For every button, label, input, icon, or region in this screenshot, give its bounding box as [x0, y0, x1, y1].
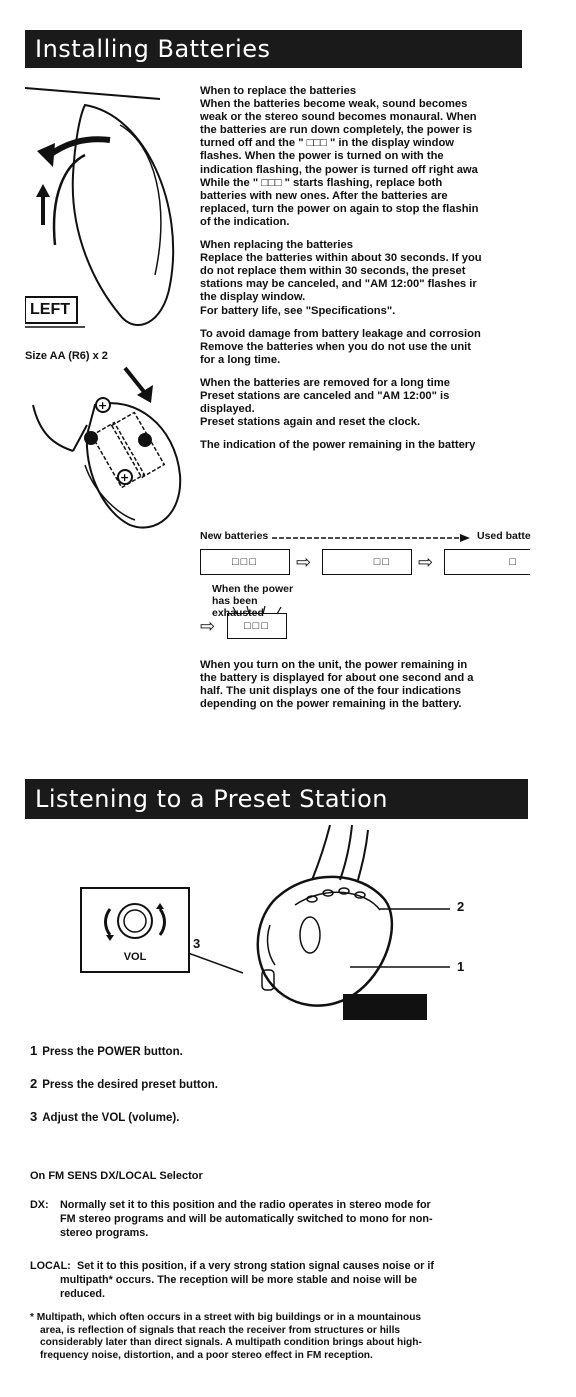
used-batteries-label: Used batte: [477, 530, 531, 542]
battery-insert-illustration: + +: [32, 366, 182, 529]
svg-text:+: +: [98, 399, 107, 412]
next-arrow-icon: ⇨: [200, 616, 216, 636]
lcd-indicator-flashing: □□□: [227, 613, 287, 639]
section-title-installing-batteries: Installing Batteries: [25, 30, 522, 68]
callout-3: 3: [193, 936, 201, 951]
left-label: LEFT: [30, 301, 70, 318]
vol-control-inset: VOL: [80, 887, 190, 973]
text-line: For battery life, see "Specifications".: [200, 304, 396, 317]
text-line: * Multipath, which often occurs in a str…: [30, 1312, 422, 1323]
text-line: weak or the stereo sound becomes monaura…: [200, 111, 477, 124]
removed-long-heading: When the batteries are removed for a lon…: [200, 376, 450, 389]
avoid-damage-block: To avoid damage from battery leakage and…: [200, 328, 482, 367]
headphone-side-illustration: [256, 824, 450, 1007]
step-1: 1 Press the POWER button.: [30, 1043, 183, 1058]
new-batteries-label: New batteries: [200, 530, 269, 542]
text-line: stereo programs.: [60, 1227, 149, 1239]
text-line: replaced, turn the power on again to sto…: [200, 202, 479, 215]
text-line: Replace the batteries within about 30 se…: [200, 252, 482, 265]
text-line: While the " □□□ " starts flashing, repla…: [200, 176, 443, 189]
step-3: 3 Adjust the VOL (volume).: [30, 1109, 179, 1124]
text-line: do not replace them within 30 seconds, t…: [200, 265, 466, 278]
dx-block: DX: Normally set it to this position and …: [30, 1198, 433, 1240]
step-2: 2 Press the desired preset button.: [30, 1076, 218, 1091]
step-text: Adjust the VOL (volume).: [42, 1112, 180, 1124]
text-line: considerably later than direct signals. …: [40, 1337, 422, 1348]
text-line: Preset stations are canceled and "AM 12:…: [200, 389, 450, 402]
next-arrow-icon: ⇨: [418, 552, 434, 572]
text-line: When you turn on the unit, the power rem…: [200, 659, 468, 671]
step-text: Press the POWER button.: [42, 1046, 183, 1058]
avoid-damage-heading: To avoid damage from battery leakage and…: [200, 327, 481, 340]
text-line: multipath* occurs. The reception will be…: [60, 1274, 417, 1286]
flashing-rays-icon: [232, 605, 282, 615]
next-arrow-icon: ⇨: [296, 552, 312, 572]
text-line: depending on the power remaining in the …: [200, 698, 462, 711]
text-line: half. The unit displays one of the four …: [200, 685, 462, 698]
dx-label: DX:: [30, 1199, 49, 1211]
vol-label: VOL: [123, 951, 147, 963]
section-title-text: Listening to a Preset Station: [35, 785, 389, 813]
lcd-indicator-one: □: [444, 549, 530, 575]
local-label: LOCAL:: [30, 1260, 71, 1272]
battery-level-arrow-line: [272, 534, 470, 542]
step-number: 1: [30, 1043, 38, 1058]
figure-open-cover: LEFT: [24, 85, 185, 340]
figure-battery-compartment: + +: [25, 365, 190, 540]
text-line: the batteries are run down completely, t…: [200, 124, 473, 137]
text-line: the battery is displayed for about one s…: [200, 672, 474, 685]
text-line: When the batteries become weak, sound be…: [200, 98, 468, 111]
step-number: 3: [30, 1109, 38, 1124]
multipath-footnote: * Multipath, which often occurs in a str…: [30, 1312, 422, 1362]
text-line: area, is reflection of signals that reac…: [40, 1324, 401, 1336]
text-line: reduced.: [60, 1288, 106, 1300]
text-line: of the indication.: [200, 215, 290, 228]
section-title-listening-preset: Listening to a Preset Station: [25, 779, 528, 819]
text-line: Normally set it to this position and the…: [60, 1199, 431, 1211]
lcd-indicator-two: □□: [322, 549, 412, 575]
callout-1: 1: [457, 959, 465, 974]
section-title-text: Installing Batteries: [35, 35, 271, 63]
text-line: Remove the batteries when you do not use…: [200, 340, 472, 353]
selector-heading: On FM SENS DX/LOCAL Selector: [30, 1170, 203, 1182]
text-line: for a long time.: [200, 353, 281, 366]
text-line: stations may be canceled, and "AM 12:00"…: [200, 278, 477, 291]
indication-heading: The indication of the power remaining in…: [200, 439, 476, 452]
callout-line-3: [188, 952, 244, 974]
instructions-column: When to replace the batteries When the b…: [200, 85, 482, 452]
text-line: flashes. When the power is turned on wit…: [200, 150, 444, 163]
step-text: Press the desired preset button.: [42, 1079, 218, 1091]
figure-headphone-side: [240, 824, 480, 1025]
when-to-replace-block: When to replace the batteries When the b…: [200, 85, 482, 229]
headphone-open-illustration: [24, 87, 175, 328]
svg-text:+: +: [120, 471, 129, 484]
when-to-replace-heading: When to replace the batteries: [200, 85, 357, 97]
battery-size-label: Size AA (R6) x 2: [25, 350, 108, 362]
text-line: displayed.: [200, 403, 255, 416]
text-line: Preset stations again and reset the cloc…: [200, 416, 421, 429]
lcd-indicator-full: □□□: [200, 549, 290, 575]
text-line: batteries with new ones. After the batte…: [200, 189, 448, 202]
text-line: indication flashing, the power is turned…: [200, 163, 478, 176]
text-line: turned off and the " □□□ " in the displa…: [200, 137, 455, 150]
text-line: Set it to this position, if a very stron…: [77, 1260, 434, 1272]
when-replacing-block: When replacing the batteries Replace the…: [200, 239, 482, 318]
removed-long-block: When the batteries are removed for a lon…: [200, 377, 482, 429]
volume-knob-icon: [104, 903, 166, 941]
local-block: LOCAL: Set it to this position, if a very…: [30, 1259, 434, 1301]
text-line: FM stereo programs and will be automatic…: [60, 1213, 433, 1225]
redacted-block: [343, 994, 427, 1020]
text-line: frequency noise, distortion, and a poor …: [40, 1349, 373, 1361]
step-number: 2: [30, 1076, 38, 1091]
remaining-explanation: When you turn on the unit, the power rem…: [200, 659, 474, 711]
text-line: the display window.: [200, 291, 306, 304]
callout-2: 2: [457, 899, 465, 914]
when-replacing-heading: When replacing the batteries: [200, 239, 353, 252]
